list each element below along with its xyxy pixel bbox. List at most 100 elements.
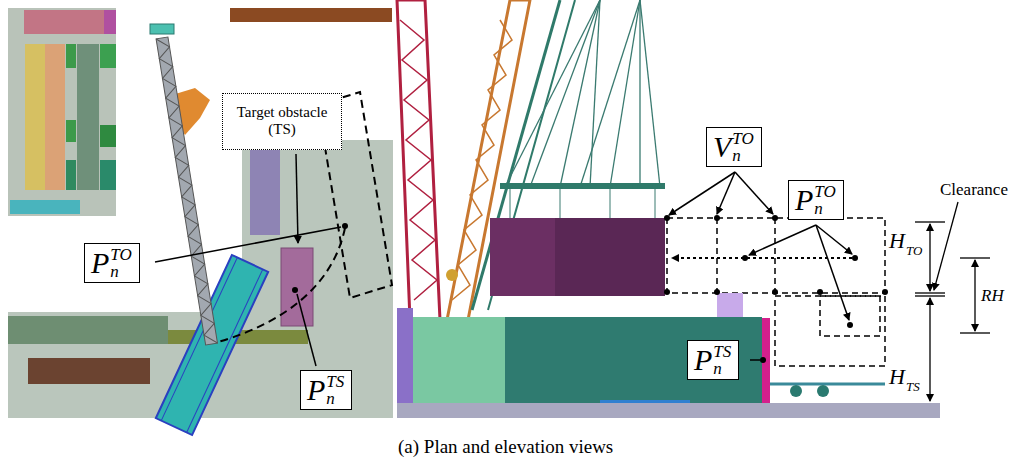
- superscript: TO: [814, 183, 835, 200]
- subscript: n: [814, 200, 835, 217]
- plan-view: [28, 358, 150, 384]
- plan-view: [10, 200, 80, 214]
- dimension-line: [960, 332, 990, 333]
- elevation-view: [397, 0, 440, 320]
- plan-view: [100, 125, 116, 147]
- symbol-callout: PTOn: [788, 180, 844, 220]
- elevation-view: [820, 296, 880, 336]
- plan-view: [45, 44, 65, 190]
- dimension-symbol: H: [889, 366, 905, 388]
- leader-line: [750, 359, 760, 361]
- elevation-view: [490, 218, 560, 296]
- elevation-view: [817, 385, 829, 397]
- elevation-view: [560, 0, 600, 187]
- plan-view: [156, 255, 268, 435]
- subscript: n: [713, 360, 731, 377]
- dimension-subscript: TO: [906, 244, 922, 257]
- plan-view: [100, 160, 116, 190]
- elevation-view: [400, 20, 437, 300]
- symbol-callout: VTOn: [706, 127, 762, 167]
- elevation-view: [610, 189, 611, 218]
- symbol-letter: P: [91, 248, 109, 278]
- elevation-view: [716, 218, 718, 293]
- elevation-view: [664, 215, 670, 221]
- plan-view: [156, 37, 217, 345]
- dimension-line: [915, 202, 990, 401]
- elevation-view: [507, 183, 513, 189]
- plan-view: [100, 44, 116, 68]
- elevation-view: [717, 293, 743, 317]
- elevation-view: [580, 0, 640, 187]
- elevation-view: [500, 183, 665, 189]
- index-group: TSn: [713, 343, 731, 377]
- index-group: TOn: [814, 183, 835, 217]
- dimension-symbol: RH: [981, 287, 1004, 304]
- elevation-view: [774, 218, 776, 293]
- elevation-view: [882, 289, 888, 295]
- elevation-view: [639, 0, 640, 187]
- subscript: n: [732, 147, 753, 164]
- plan-view: [77, 44, 99, 190]
- elevation-view: [446, 269, 458, 281]
- plan-view: [250, 145, 280, 235]
- leader-line: [342, 223, 348, 229]
- elevation-view: [505, 317, 762, 417]
- plan-view: [156, 255, 268, 435]
- plan-view: [66, 120, 76, 142]
- elevation-view: [413, 317, 508, 417]
- plan-view: [156, 37, 217, 345]
- symbol-callout: PTSn: [687, 340, 739, 380]
- figure-caption: (a) Plan and elevation views: [398, 437, 613, 456]
- dimension-line: [915, 221, 945, 222]
- dimension-label: Clearance: [940, 181, 1008, 198]
- elevation-view: [505, 0, 660, 187]
- plan-view: [281, 248, 313, 326]
- elevation-view: [714, 215, 720, 221]
- elevation-view: [714, 289, 720, 295]
- leader-line: [669, 172, 852, 360]
- point-marker: [760, 357, 766, 363]
- elevation-view: [652, 183, 658, 189]
- superscript: TO: [732, 130, 753, 147]
- elevation-view: [770, 383, 885, 386]
- index-group: TOn: [732, 130, 753, 164]
- elevation-view: [772, 215, 778, 221]
- symbol-letter: V: [713, 132, 731, 162]
- dimension-line: [934, 202, 958, 290]
- dimension-subscript: TS: [906, 380, 920, 393]
- elevation-view: [607, 183, 613, 189]
- elevation-view: [590, 0, 600, 187]
- symbol-letter: P: [694, 345, 712, 375]
- dimension-line: [960, 257, 990, 258]
- plan-view: [8, 8, 393, 435]
- leader-line: [292, 287, 298, 293]
- dimension-line: [974, 260, 975, 331]
- plan-view: [150, 24, 174, 34]
- callout-text: Target obstacle (TS): [229, 104, 335, 139]
- symbol-letter: P: [307, 375, 325, 405]
- elevation-view: [560, 189, 561, 218]
- plan-view: [156, 37, 217, 345]
- plan-view: [66, 160, 76, 190]
- index-group: TOn: [110, 246, 131, 280]
- elevation-view: [817, 289, 823, 295]
- elevation-view: [397, 308, 413, 418]
- dimension-line: [929, 298, 930, 401]
- elevation-view: [395, 0, 940, 420]
- plan-view: [104, 10, 116, 34]
- leader-line: [155, 227, 341, 262]
- plan-view: [218, 228, 345, 342]
- elevation-view: [847, 322, 853, 328]
- index-group: TSn: [326, 373, 344, 407]
- subscript: n: [110, 263, 131, 280]
- leader-line: [296, 154, 298, 243]
- elevation-view: [395, 0, 397, 420]
- plan-view: [8, 316, 168, 344]
- elevation-view: [507, 183, 658, 189]
- symbol-letter: P: [795, 185, 813, 215]
- elevation-view: [510, 189, 511, 218]
- leader-line: [816, 225, 849, 320]
- dimension-line: [915, 295, 945, 296]
- elevation-view: [775, 296, 885, 366]
